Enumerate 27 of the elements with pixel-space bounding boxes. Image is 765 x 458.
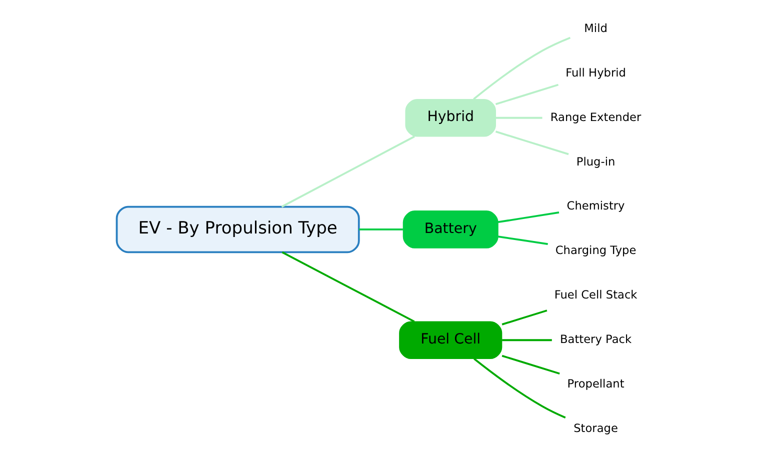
connector	[501, 310, 547, 326]
node-text: Storage	[573, 420, 618, 435]
connector	[497, 236, 548, 246]
node-text: Battery Pack	[559, 332, 632, 346]
connector	[495, 116, 542, 119]
connector	[472, 36, 570, 100]
connector	[494, 84, 558, 106]
node-text: Full Hybrid	[565, 65, 626, 80]
node-text: Charging Type	[554, 243, 636, 258]
connector	[280, 136, 414, 208]
node-box: Fuel Cell	[398, 321, 502, 360]
connector	[494, 130, 568, 156]
node-box: Hybrid	[404, 98, 496, 137]
connector	[497, 212, 559, 224]
node-text: Propellant	[566, 376, 624, 390]
node-text: Chemistry	[566, 198, 624, 213]
node-text: Plug-in	[576, 154, 615, 168]
connector	[473, 358, 566, 419]
connector	[502, 339, 552, 342]
node-text: Fuel Cell Stack	[554, 288, 637, 302]
node-text: Range Extender	[550, 110, 641, 124]
node-box: EV - By Propulsion Type	[115, 206, 360, 254]
connector	[501, 354, 560, 375]
connector	[358, 228, 402, 230]
node-text: Mild	[584, 20, 607, 35]
node-box: Battery	[402, 210, 498, 248]
connector	[281, 251, 414, 322]
